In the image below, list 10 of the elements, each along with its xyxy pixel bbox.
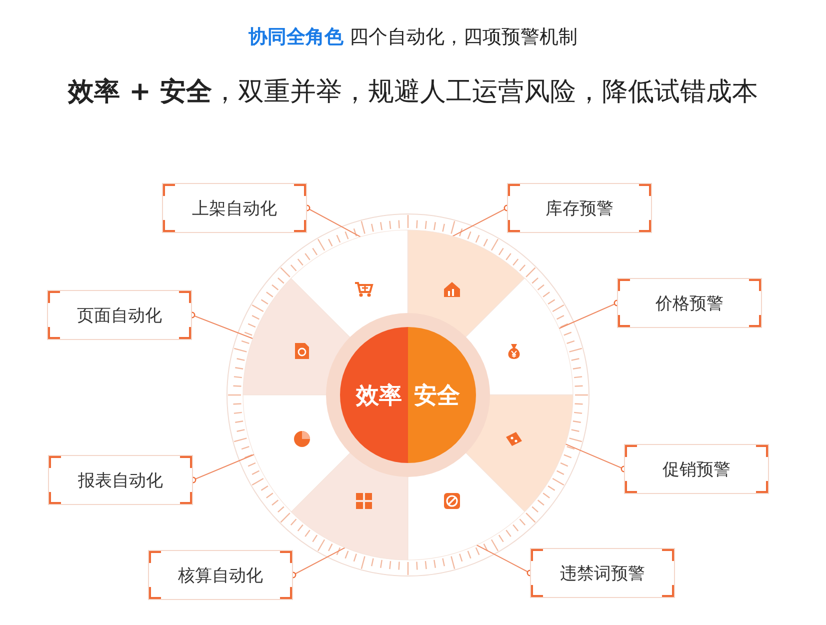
- label-box: 核算自动化: [148, 550, 293, 600]
- label-box: 上架自动化: [162, 183, 307, 233]
- label-box: 报表自动化: [48, 455, 193, 505]
- label-box: 价格预警: [617, 278, 762, 328]
- label-box: 页面自动化: [47, 290, 192, 340]
- headline: 效率 + 安全，双重并举，规避人工运营风险，降低试错成本: [66, 76, 759, 109]
- label-box: 促销预警: [624, 444, 769, 494]
- label-box: 库存预警: [507, 183, 652, 233]
- label-box: 违禁词预警: [530, 548, 675, 598]
- title: 协同全角色 四个自动化，四项预警机制: [247, 25, 579, 50]
